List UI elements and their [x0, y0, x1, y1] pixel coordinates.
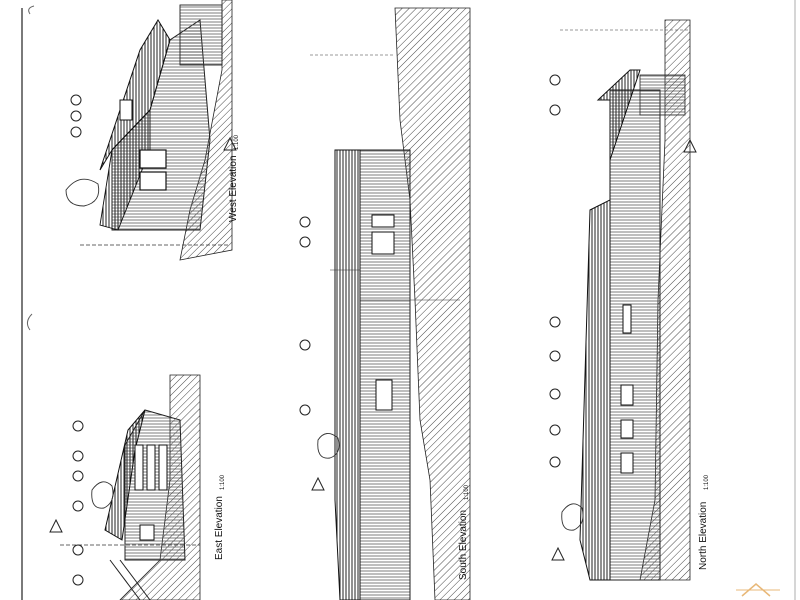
grid-bubble: [70, 126, 82, 138]
grid-bubble: [549, 104, 561, 116]
west-elevation-drawing: West Elevation 1:100: [65, 0, 240, 261]
grid-bubble: [549, 456, 561, 468]
grid-bubble: [549, 350, 561, 362]
west-lower-roof: [99, 108, 151, 231]
grid-bubble: [72, 450, 84, 462]
east-window: [146, 444, 156, 491]
south-roof: [334, 149, 361, 600]
binding-mark: [28, 5, 35, 15]
north-datum-marker: [551, 546, 565, 561]
west-elevation-title: West Elevation: [228, 155, 239, 222]
north-roof: [579, 69, 641, 581]
north-elevation-title: North Elevation: [698, 502, 709, 570]
west-window: [139, 149, 167, 169]
south-elevation-title: South Elevation: [458, 510, 469, 580]
north-elevation-scale: 1:100: [704, 474, 710, 490]
east-stair: [109, 559, 141, 600]
south-window: [371, 214, 395, 228]
binding-mark: [26, 313, 33, 331]
north-window: [622, 304, 632, 334]
west-upper-block: [179, 4, 223, 66]
north-elevation-drawing: North Elevation 1:100: [549, 19, 710, 581]
north-window: [620, 419, 634, 439]
east-callout-cloud: [91, 481, 114, 509]
north-datum-marker: [683, 138, 697, 153]
watermark-logo: [741, 583, 771, 597]
grid-bubble: [72, 500, 84, 512]
south-datum-marker: [311, 476, 325, 491]
north-building-wall: [609, 89, 661, 581]
grid-bubble: [299, 339, 311, 351]
west-elevation-scale: 1:100: [234, 134, 240, 150]
west-datum-marker: [223, 136, 237, 151]
east-window: [134, 444, 144, 491]
grid-bubble: [299, 216, 311, 228]
north-upper-block: [639, 74, 686, 116]
grid-bubble: [72, 420, 84, 432]
grid-bubble: [299, 236, 311, 248]
grid-bubble: [70, 94, 82, 106]
east-elevation-title: East Elevation: [214, 496, 225, 560]
east-window: [139, 524, 155, 541]
north-window: [620, 384, 634, 406]
south-elevation-drawing: South Elevation 1:100: [299, 7, 471, 600]
east-window: [158, 444, 168, 491]
grid-bubble: [549, 388, 561, 400]
grid-bubble: [70, 110, 82, 122]
grid-bubble: [72, 470, 84, 482]
grid-bubble: [72, 544, 84, 556]
south-elevation-scale: 1:100: [464, 484, 470, 500]
north-callout-cloud: [561, 503, 584, 531]
grid-bubble: [549, 316, 561, 328]
east-elevation-drawing: East Elevation 1:100: [49, 374, 226, 600]
grid-bubble: [299, 404, 311, 416]
east-roof: [104, 409, 146, 541]
south-window: [371, 231, 395, 255]
east-stair: [119, 559, 151, 600]
south-door: [375, 379, 393, 411]
west-callout-cloud: [65, 178, 100, 207]
east-datum-marker: [49, 518, 63, 533]
north-window: [620, 452, 634, 474]
east-elevation-scale: 1:100: [220, 474, 226, 490]
west-window: [119, 99, 133, 121]
grid-bubble: [549, 74, 561, 86]
south-callout-cloud: [317, 433, 340, 459]
grid-bubble: [72, 574, 84, 586]
grid-bubble: [549, 424, 561, 436]
west-window: [139, 171, 167, 191]
